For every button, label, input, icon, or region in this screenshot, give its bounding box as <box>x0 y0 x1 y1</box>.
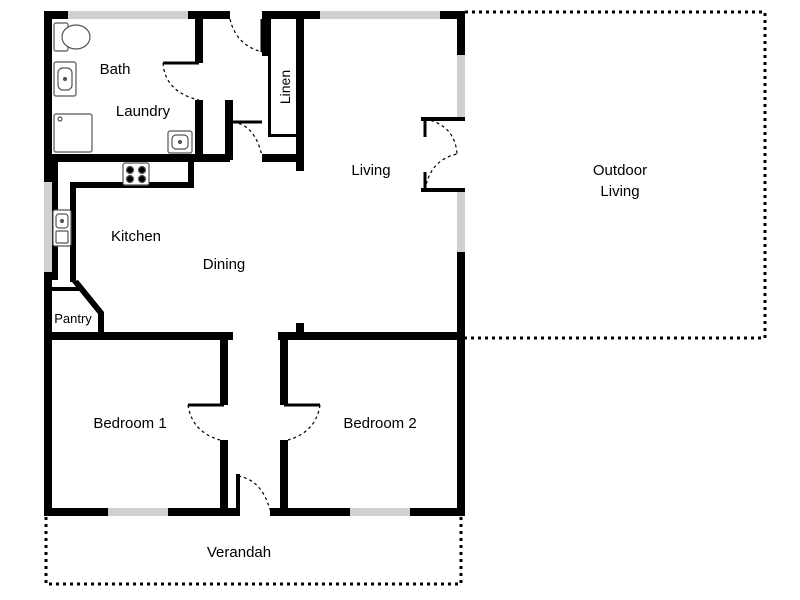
windows <box>44 11 465 516</box>
room-label-kitchen: Kitchen <box>111 228 161 245</box>
room-label-linen: Linen <box>277 70 293 104</box>
door-hall-lower <box>232 120 263 157</box>
kitchen-sink-icon <box>52 209 72 247</box>
window-living-right-upper <box>457 55 465 117</box>
basin-icon <box>53 61 77 97</box>
room-label-outdoor-line2: Living <box>600 183 639 200</box>
window-bedroom1-bottom <box>108 508 168 516</box>
room-label-bedroom2: Bedroom 2 <box>343 415 416 432</box>
door-bedroom2 <box>284 403 321 441</box>
outdoor-living-boundary <box>465 10 767 340</box>
room-label-bath: Bath <box>100 61 131 78</box>
room-label-dining: Dining <box>203 256 246 273</box>
room-label-laundry: Laundry <box>116 103 171 120</box>
door-hall-top <box>229 18 264 53</box>
verandah-boundary <box>44 517 463 586</box>
room-labels: Bath Laundry Linen Living Outdoor Living… <box>54 61 647 561</box>
room-label-outdoor-line1: Outdoor <box>593 162 647 179</box>
window-bedroom2-bottom <box>350 508 410 516</box>
window-bath-top <box>68 11 188 19</box>
window-kitchen-left <box>44 182 52 272</box>
room-label-pantry: Pantry <box>54 311 92 326</box>
door-outdoor-double <box>423 118 458 191</box>
room-label-bedroom1: Bedroom 1 <box>93 415 166 432</box>
window-living-right-lower <box>457 192 465 252</box>
room-label-verandah: Verandah <box>207 544 271 561</box>
window-living-top <box>320 11 440 19</box>
walls <box>44 11 465 516</box>
doors <box>162 18 458 511</box>
cooktop-icon <box>122 162 150 186</box>
door-entry <box>237 475 271 511</box>
shower-icon <box>53 113 93 153</box>
toilet-icon <box>53 22 91 52</box>
laundry-tub-icon <box>167 130 193 154</box>
room-label-living: Living <box>351 162 390 179</box>
door-bedroom1 <box>187 403 224 441</box>
door-laundry <box>162 61 200 101</box>
